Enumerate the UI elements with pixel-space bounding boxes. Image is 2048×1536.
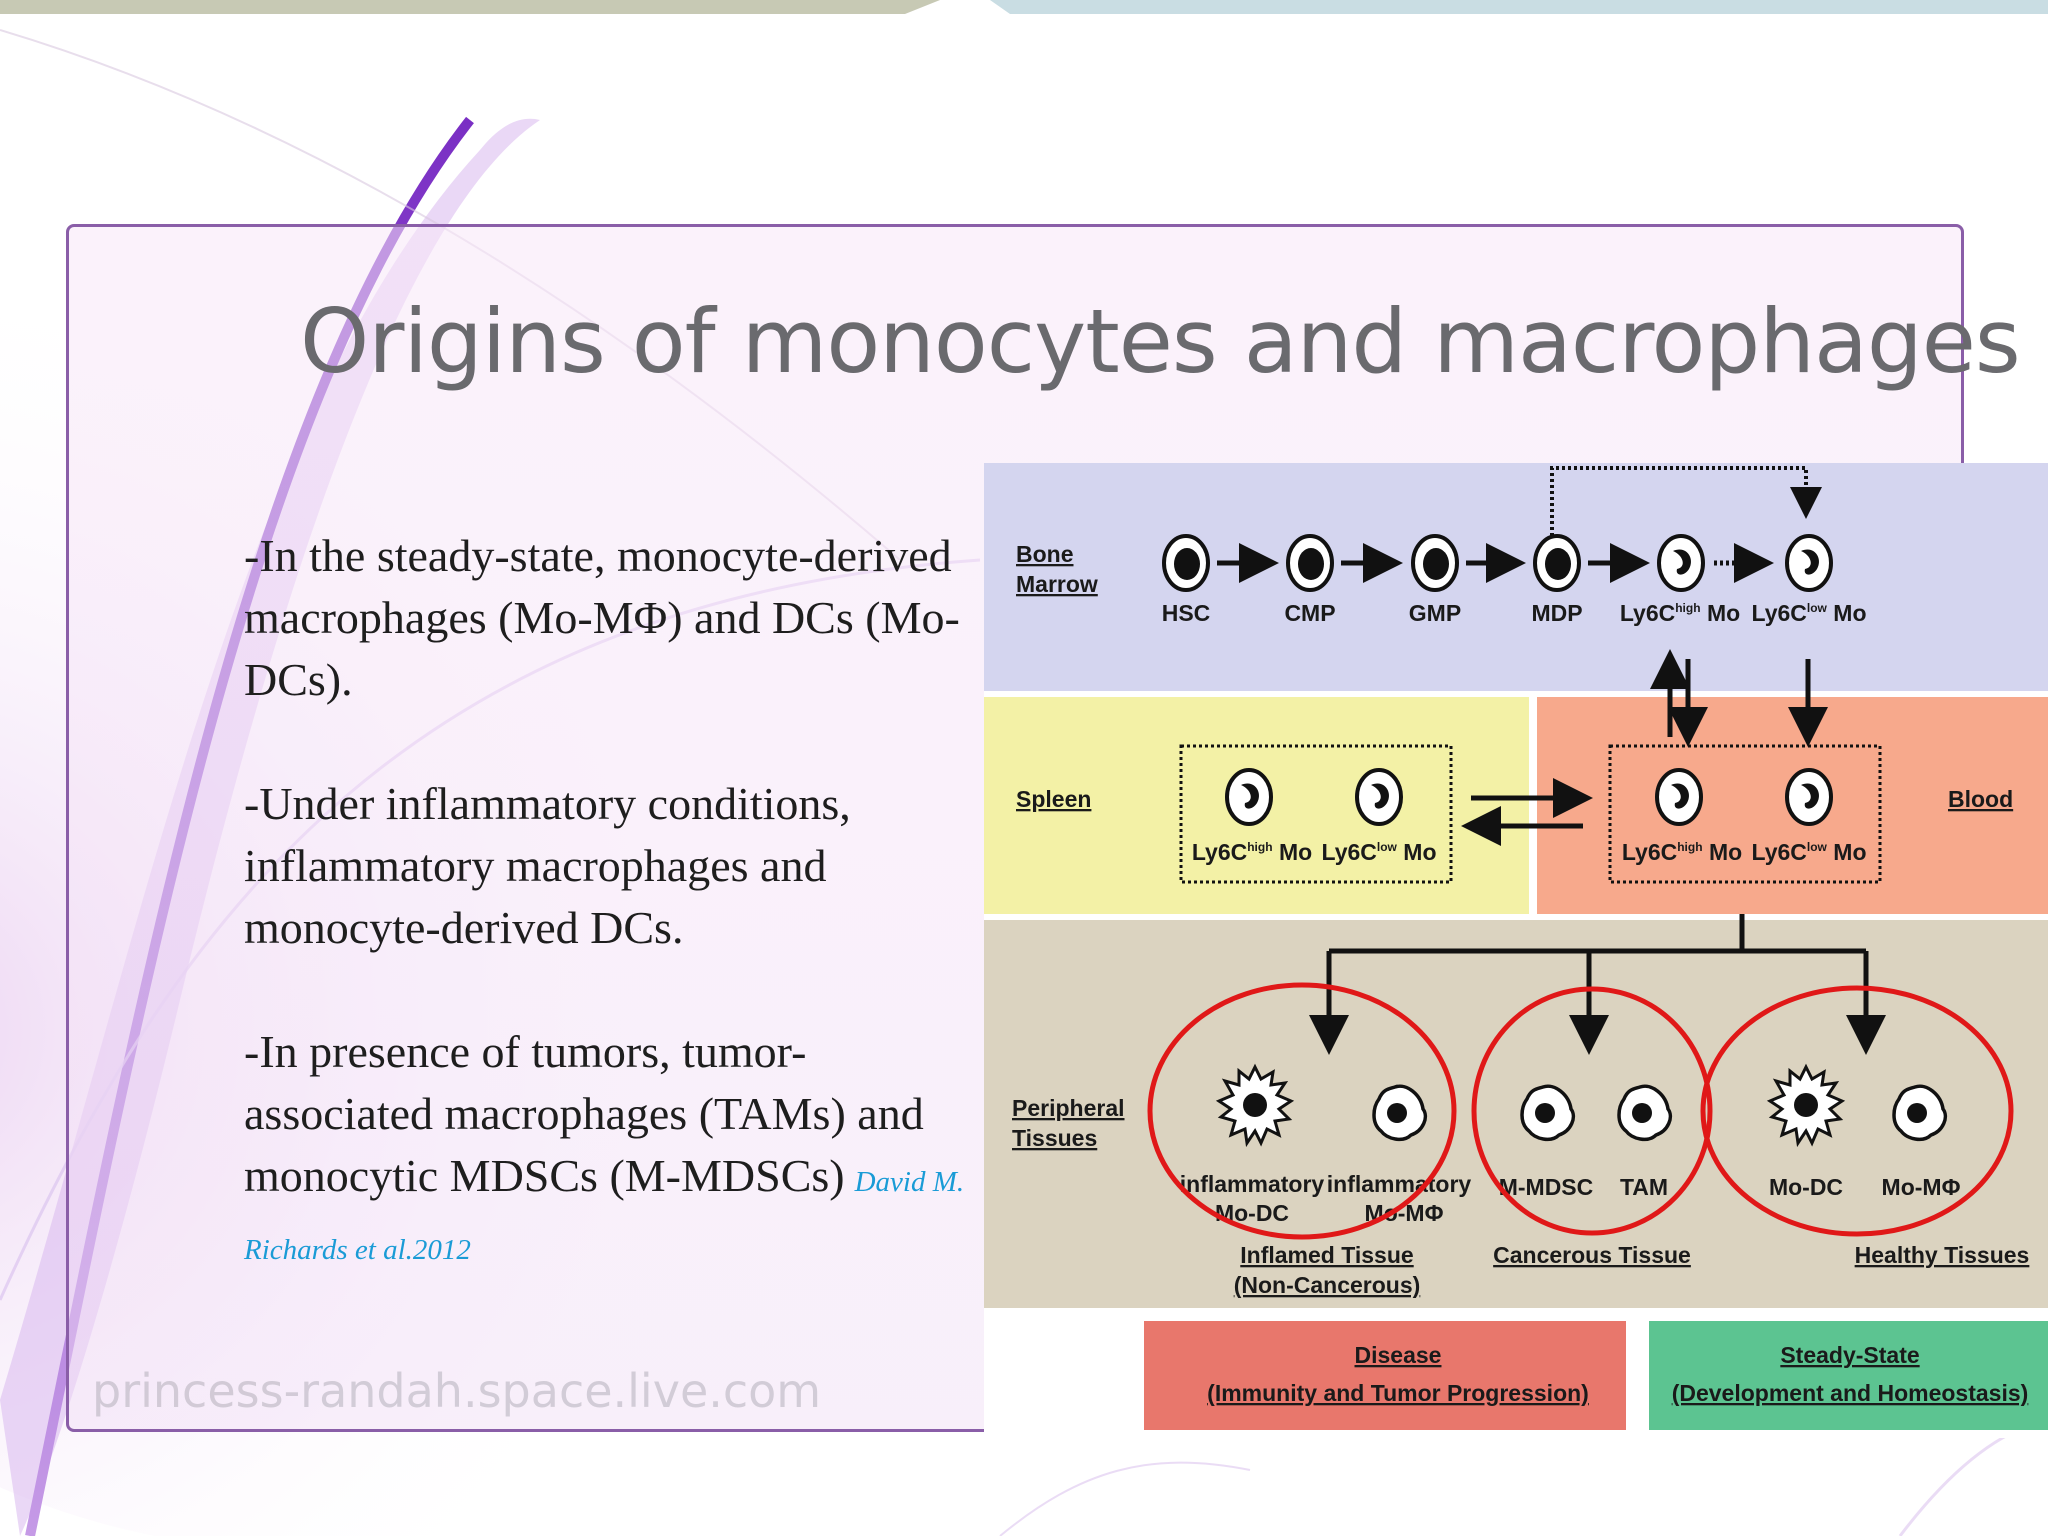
bone-marrow-label-1: Bone bbox=[1016, 541, 1074, 567]
spleen-ly6c-high-label: Ly6Chigh Mo bbox=[1192, 839, 1312, 865]
gmp-cell-icon bbox=[1411, 534, 1459, 592]
ly6c-low-bm-cell-icon bbox=[1785, 534, 1833, 592]
gmp-label: GMP bbox=[1409, 600, 1461, 626]
mmdsc-label: M-MDSC bbox=[1499, 1174, 1594, 1200]
ly6c-low-bm-label: Ly6Clow Mo bbox=[1752, 600, 1867, 626]
peripheral-label-2: Tissues bbox=[1012, 1125, 1097, 1151]
spleen-ly6c-low-label: Ly6Clow Mo bbox=[1322, 839, 1437, 865]
spleen-ly6c-low-cell-icon bbox=[1355, 768, 1403, 826]
watermark: princess-randah.space.live.com bbox=[92, 1364, 822, 1418]
inflammatory-modc-label-1: inflammatory bbox=[1180, 1171, 1325, 1197]
tam-cell-icon bbox=[1617, 1084, 1673, 1142]
inflammatory-mompf-label-1: inflammatory bbox=[1327, 1171, 1472, 1197]
hsc-cell-icon bbox=[1162, 534, 1210, 592]
citation: David M. Richards et al.2012 bbox=[244, 1166, 965, 1266]
blood-ly6c-high-label: Ly6Chigh Mo bbox=[1622, 839, 1742, 865]
cmp-cell-icon bbox=[1286, 534, 1334, 592]
steady-state-label-2: (Development and Homeostasis) bbox=[1672, 1380, 2029, 1406]
hsc-label: HSC bbox=[1162, 600, 1211, 626]
highlight-circle-healthy bbox=[1700, 985, 2014, 1237]
dotted-feedback-arrow bbox=[1550, 466, 1822, 548]
cancerous-tissue-label: Cancerous Tissue bbox=[1493, 1242, 1691, 1268]
ly6c-high-bm-label: Ly6Chigh Mo bbox=[1620, 600, 1740, 626]
bullet-tumors: -In presence of tumors, tumor-associated… bbox=[244, 1021, 984, 1281]
blood-label: Blood bbox=[1948, 786, 2013, 812]
steady-state-box bbox=[1649, 1321, 2048, 1430]
bullet-inflammatory: -Under inflammatory conditions, inflamma… bbox=[244, 778, 851, 953]
monocyte-origin-diagram: Bone Marrow Spleen Blood Peripheral Tiss… bbox=[984, 463, 2048, 1430]
bone-marrow-label-2: Marrow bbox=[1016, 571, 1098, 597]
inflamed-tissue-label-2: (Non-Cancerous) bbox=[1234, 1272, 1421, 1298]
cmp-label: CMP bbox=[1284, 600, 1335, 626]
bullet-steady-state: -In the steady-state, monocyte-derived m… bbox=[244, 530, 960, 705]
peripheral-region bbox=[984, 920, 2048, 1308]
tam-label: TAM bbox=[1620, 1174, 1668, 1200]
ly6c-high-bm-cell-icon bbox=[1657, 534, 1705, 592]
bullet-tumors-text: -In presence of tumors, tumor-associated… bbox=[244, 1026, 924, 1201]
inflamed-tissue-label-1: Inflamed Tissue bbox=[1240, 1242, 1413, 1268]
spleen-cell-box bbox=[1179, 744, 1453, 884]
modc-label: Mo-DC bbox=[1769, 1174, 1843, 1200]
spleen-ly6c-high-cell-icon bbox=[1225, 768, 1273, 826]
peripheral-label-1: Peripheral bbox=[1012, 1095, 1125, 1121]
mdp-cell-icon bbox=[1533, 534, 1581, 592]
blood-ly6c-low-label: Ly6Clow Mo bbox=[1752, 839, 1867, 865]
highlight-circle-cancerous bbox=[1471, 986, 1713, 1236]
spleen-label: Spleen bbox=[1016, 786, 1091, 812]
healthy-tissues-label: Healthy Tissues bbox=[1855, 1242, 2030, 1268]
mompf-label: Mo-MΦ bbox=[1882, 1174, 1961, 1200]
diagram-figure: Bone Marrow Spleen Blood Peripheral Tiss… bbox=[984, 463, 2048, 1438]
mompf-cell-icon bbox=[1892, 1084, 1948, 1142]
slide-title: Origins of monocytes and macrophages bbox=[300, 290, 2021, 393]
steady-state-label-1: Steady-State bbox=[1780, 1342, 1919, 1368]
top-accent-strip bbox=[0, 0, 2048, 14]
blood-ly6c-low-cell-icon bbox=[1785, 768, 1833, 826]
disease-box bbox=[1144, 1321, 1626, 1430]
blood-ly6c-high-cell-icon bbox=[1655, 768, 1703, 826]
mmdsc-cell-icon bbox=[1520, 1084, 1576, 1142]
disease-label-2: (Immunity and Tumor Progression) bbox=[1207, 1380, 1589, 1406]
highlight-circle-inflamed bbox=[1147, 982, 1457, 1240]
bullet-list: -In the steady-state, monocyte-derived m… bbox=[244, 525, 984, 1343]
disease-label-1: Disease bbox=[1355, 1342, 1442, 1368]
mdp-label: MDP bbox=[1531, 600, 1582, 626]
blood-cell-box bbox=[1608, 744, 1882, 884]
inflammatory-mompf-cell-icon bbox=[1372, 1084, 1428, 1142]
bone-marrow-region bbox=[984, 463, 2048, 691]
